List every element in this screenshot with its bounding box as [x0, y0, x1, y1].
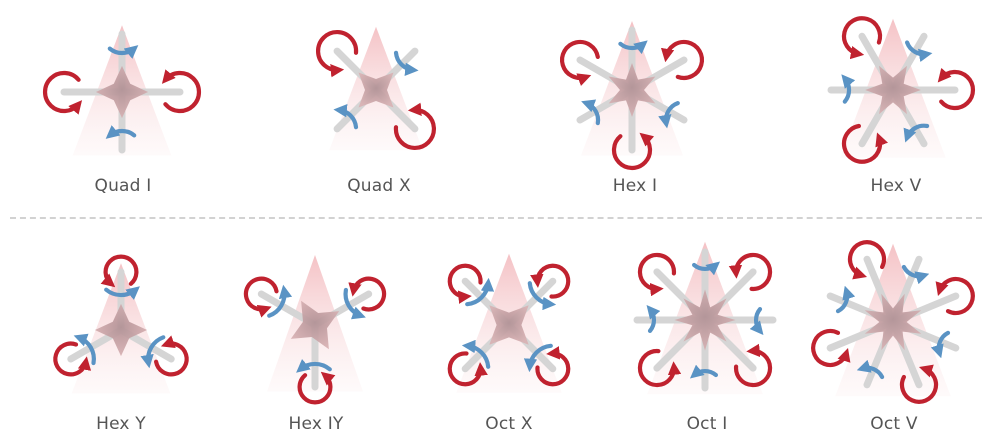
rotor-cw-arrow — [728, 252, 773, 292]
frame-label-oct-i: Oct I — [686, 414, 728, 434]
frame-body — [95, 65, 149, 119]
rotor-ccw-arrow — [73, 333, 96, 366]
frame-body — [608, 63, 656, 117]
rotor-ccw-arrow — [856, 359, 885, 380]
rotor-ccw-arrow — [527, 281, 557, 311]
rotor-ccw-arrow — [658, 101, 680, 129]
rotor-cw-arrow — [611, 132, 655, 170]
rotor-ccw-arrow — [105, 125, 137, 139]
rotor-cw-arrow — [660, 39, 705, 81]
rotor-cw-arrow — [243, 276, 279, 318]
rotor-cw-arrow — [393, 102, 437, 151]
frame-label-hex-iy: Hex IY — [288, 414, 344, 434]
rotor-ccw-arrow — [393, 50, 419, 76]
frame-hex-iy — [243, 255, 387, 405]
frame-hex-i — [559, 21, 705, 170]
rotor-ccw-arrow — [140, 335, 166, 369]
rotor-cw-arrow — [315, 29, 359, 78]
rotor-ccw-arrow — [905, 40, 933, 63]
rotor-ccw-arrow — [749, 307, 764, 336]
rotor-ccw-arrow — [841, 74, 856, 104]
rotor-cw-arrow — [53, 341, 92, 377]
rotor-ccw-arrow — [689, 364, 718, 379]
rotor-ccw-arrow — [296, 358, 332, 373]
frame-hex-y — [53, 254, 189, 394]
rotor-ccw-arrow — [692, 261, 721, 276]
rotor-ccw-arrow — [901, 264, 930, 285]
frame-body — [864, 293, 922, 351]
frame-label-hex-v: Hex V — [870, 176, 922, 196]
frame-label-oct-v: Oct V — [870, 414, 918, 434]
rotor-cw-arrow — [937, 67, 975, 111]
rotor-cw-arrow — [637, 252, 677, 297]
rotor-ccw-arrow — [618, 40, 648, 55]
rotor-ccw-arrow — [930, 330, 951, 359]
rotor-cw-arrow — [530, 263, 571, 299]
frame-oct-x — [447, 253, 571, 393]
rotor-cw-arrow — [447, 263, 483, 304]
rotor-ccw-arrow — [581, 99, 601, 126]
frame-label-hex-i: Hex I — [612, 176, 658, 196]
rotor-ccw-arrow — [343, 287, 366, 320]
rotor-cw-arrow — [42, 70, 83, 115]
frame-oct-i — [633, 241, 777, 395]
rotor-cw-arrow — [154, 335, 189, 377]
rotor-cw-arrow — [297, 371, 336, 405]
rotor-cw-arrow — [847, 240, 887, 280]
frame-body — [358, 72, 394, 108]
frame-oct-v — [811, 240, 975, 404]
rotor-ccw-arrow — [267, 284, 293, 318]
frame-body — [290, 300, 340, 350]
frame-body — [489, 305, 529, 345]
frame-label-oct-x: Oct X — [485, 414, 533, 434]
section-divider — [10, 217, 982, 219]
rotor-ccw-arrow — [461, 339, 491, 369]
rotor-ccw-arrow — [903, 123, 930, 143]
frame-quad-x — [315, 26, 437, 151]
frame-label-hex-y: Hex Y — [96, 414, 146, 434]
rotor-ccw-arrow — [465, 277, 495, 307]
rotor-cw-arrow — [811, 328, 851, 368]
rotor-cw-arrow — [733, 343, 773, 388]
rotor-ccw-arrow — [104, 286, 140, 301]
rotor-cw-arrow — [637, 348, 682, 388]
rotor-cw-arrow — [535, 346, 571, 387]
rotor-cw-arrow — [899, 364, 939, 404]
frame-label-quad-i: Quad I — [94, 176, 152, 196]
rotor-cw-arrow — [841, 16, 883, 60]
rotor-ccw-arrow — [835, 285, 856, 314]
frame-label-quad-x: Quad X — [347, 176, 411, 196]
rotor-ccw-arrow — [333, 104, 359, 130]
frame-quad-i — [42, 25, 202, 156]
rotor-cw-arrow — [348, 276, 387, 312]
rotor-cw-arrow — [559, 39, 600, 86]
frame-body — [674, 289, 736, 351]
frame-body — [865, 65, 921, 115]
rotor-ccw-arrow — [646, 304, 661, 333]
rotor-cw-arrow — [841, 123, 888, 164]
rotor-cw-arrow — [100, 254, 139, 288]
rotor-cw-arrow — [935, 276, 975, 316]
frame-body — [94, 303, 148, 357]
frame-hex-v — [827, 16, 975, 164]
rotor-cw-arrow — [161, 69, 202, 114]
rotor-cw-arrow — [447, 351, 488, 387]
rotor-ccw-arrow — [523, 343, 553, 373]
rotor-ccw-arrow — [107, 45, 139, 59]
